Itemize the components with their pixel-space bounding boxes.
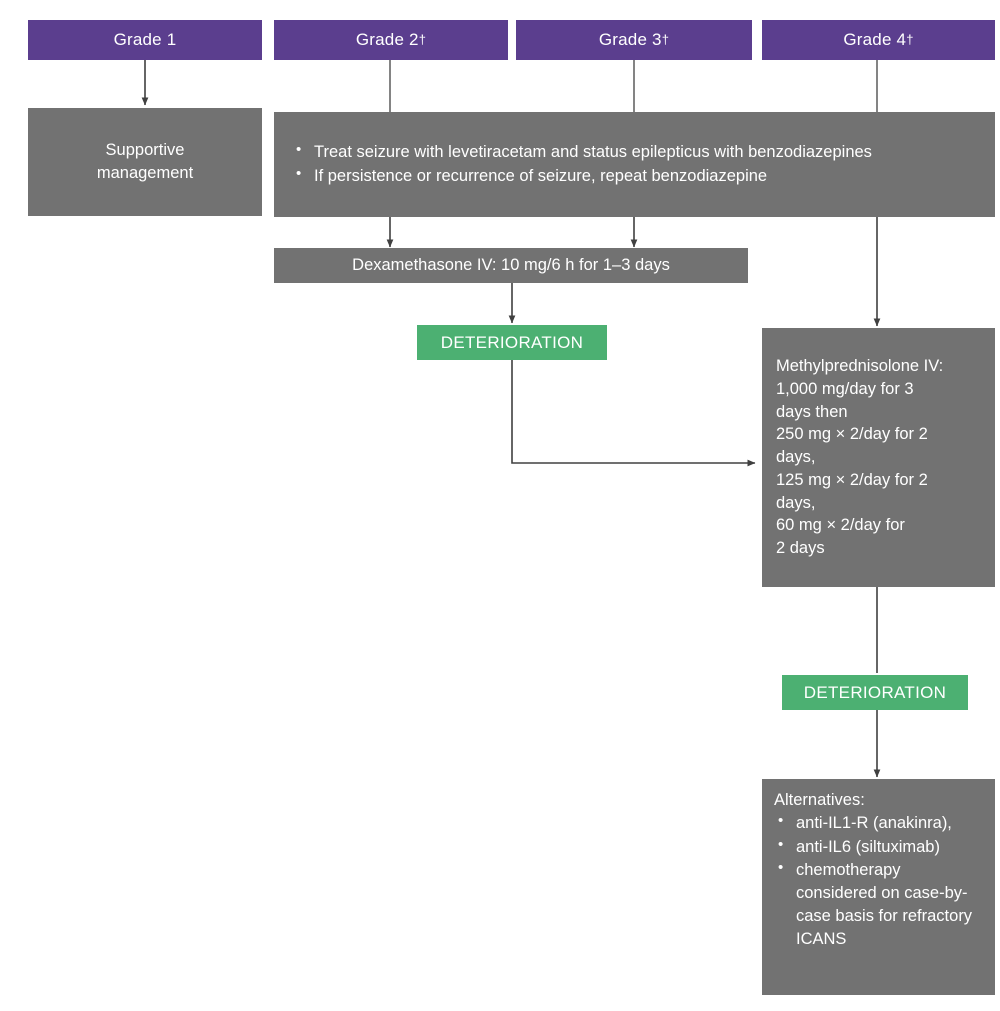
grade-label: Grade 1: [113, 30, 177, 49]
methylprednisolone-line: 60 mg × 2/day for: [776, 516, 905, 535]
seizure-bullet-list: Treat seizure with levetiracetam and sta…: [292, 140, 977, 189]
methylprednisolone-line: 1,000 mg/day for 3: [776, 379, 914, 398]
methylprednisolone-line: 125 mg × 2/day for 2: [776, 470, 928, 489]
list-item: If persistence or recurrence of seizure,…: [292, 164, 977, 188]
methylprednisolone-line: 250 mg × 2/day for 2: [776, 425, 928, 444]
alternatives-bullet-list: anti-IL1-R (anakinra), anti-IL6 (siltuxi…: [774, 811, 983, 952]
methylprednisolone-line: days,: [776, 493, 816, 512]
methylprednisolone-line: 2 days: [776, 539, 825, 558]
methylprednisolone-box[interactable]: Methylprednisolone IV: 1,000 mg/day for …: [762, 328, 995, 587]
deterioration-box-2[interactable]: DETERIORATION: [782, 675, 968, 710]
supportive-management-text: Supportive management: [97, 139, 193, 185]
supportive-line-2: management: [96, 164, 194, 182]
methylprednisolone-line: days then: [776, 402, 848, 421]
deterioration-label: DETERIORATION: [440, 332, 584, 352]
list-item: Treat seizure with levetiracetam and sta…: [292, 140, 977, 164]
deterioration-box-1[interactable]: DETERIORATION: [417, 325, 607, 360]
grade-box-3[interactable]: Grade 3†: [516, 20, 752, 60]
grade-label: Grade 4: [843, 30, 907, 49]
list-item: anti-IL1-R (anakinra),: [774, 811, 983, 835]
dexamethasone-box[interactable]: Dexamethasone IV: 10 mg/6 h for 1–3 days: [274, 248, 748, 283]
alternatives-box[interactable]: Alternatives: anti-IL1-R (anakinra), ant…: [762, 779, 995, 995]
list-item: chemotherapy considered on case-by-case …: [774, 858, 983, 950]
seizure-management-box[interactable]: Treat seizure with levetiracetam and sta…: [274, 112, 995, 217]
grade-label: Grade 2: [355, 30, 419, 49]
dexamethasone-text: Dexamethasone IV: 10 mg/6 h for 1–3 days: [352, 256, 670, 275]
supportive-line-1: Supportive: [105, 141, 185, 160]
grade-box-1[interactable]: Grade 1: [28, 20, 262, 60]
methylprednisolone-line: days,: [776, 448, 816, 467]
grade-box-4[interactable]: Grade 4†: [762, 20, 995, 60]
supportive-management-box[interactable]: Supportive management: [28, 108, 262, 216]
methylprednisolone-text: Methylprednisolone IV: 1,000 mg/day for …: [776, 355, 981, 560]
list-item: anti-IL6 (siltuximab): [774, 835, 983, 859]
edge-deterioration-to-methylprednisolone: [511, 360, 756, 467]
grade-label: Grade 3: [598, 30, 662, 49]
deterioration-label: DETERIORATION: [803, 682, 947, 702]
grade-box-2[interactable]: Grade 2†: [274, 20, 508, 60]
methylprednisolone-line: Methylprednisolone IV:: [776, 357, 944, 376]
alternatives-heading: Alternatives:: [774, 791, 865, 809]
